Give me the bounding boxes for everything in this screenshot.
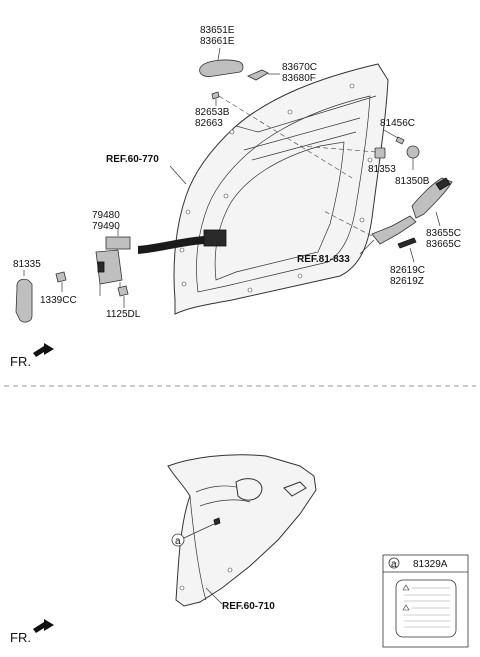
label-83670C: 83670C (282, 62, 317, 73)
svg-text:FR.: FR. (10, 630, 31, 645)
label-83655C: 83655C (426, 228, 461, 239)
label-81335: 81335 (13, 259, 41, 270)
clip-part (211, 91, 353, 179)
outside-handle (199, 47, 244, 77)
legend-part-number: 81329A (413, 559, 448, 570)
svg-text:a: a (175, 536, 181, 547)
handle-cover (247, 69, 280, 81)
label-82653B: 82653B (195, 107, 230, 118)
label-83680F: 83680F (282, 73, 316, 84)
ref-81-833: REF.81-833 (297, 254, 350, 265)
label-83651E: 83651E (200, 25, 235, 36)
front-arrow-top: FR. (10, 343, 54, 369)
label-82619Z: 82619Z (390, 276, 424, 287)
quarter-panel (167, 454, 317, 607)
label-82619C: 82619C (390, 265, 425, 276)
label-79490: 79490 (92, 221, 120, 232)
label-81350B: 81350B (395, 176, 430, 187)
caution-label-icon (395, 579, 457, 638)
cap-81335 (15, 270, 33, 323)
inside-handle-bracket (321, 209, 417, 263)
legend-letter: a (391, 559, 397, 570)
ref-60-770: REF.60-770 (106, 154, 159, 165)
svg-text:FR.: FR. (10, 354, 31, 369)
rear-door-panel (173, 63, 389, 315)
door-latch (411, 177, 453, 227)
label-79480: 79480 (92, 210, 120, 221)
label-81456C: 81456C (380, 118, 415, 129)
label-1125DL: 1125DL (106, 309, 141, 320)
front-arrow-bottom: FR. (10, 619, 54, 645)
ref-60-710: REF.60-710 (222, 601, 275, 612)
label-1339CC: 1339CC (40, 295, 77, 306)
door-checker (95, 228, 227, 296)
legend-box: a 81329A (382, 554, 469, 648)
callout-a: a (171, 523, 215, 547)
label-81353: 81353 (368, 164, 396, 175)
label-83661E: 83661E (200, 36, 235, 47)
bolts (55, 271, 129, 308)
label-82663: 82663 (195, 118, 223, 129)
lock-cylinder-parts (299, 129, 420, 170)
label-83665C: 83665C (426, 239, 461, 250)
